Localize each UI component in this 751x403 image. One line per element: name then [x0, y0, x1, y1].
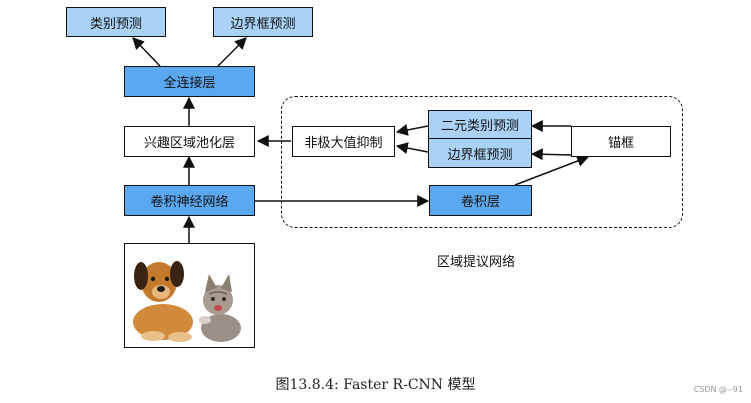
photo-illustration: [133, 261, 241, 342]
arrow-anchor-to-rpnbbox: [530, 148, 572, 161]
nms-box: 非极大值抑制: [292, 126, 395, 157]
rpn-bbox-prediction-box: 边界框预测: [428, 139, 532, 168]
arrow-fc-to-class: [132, 37, 161, 67]
region-proposal-network-region: [281, 96, 683, 228]
bbox-prediction-box: 边界框预测: [213, 7, 313, 37]
cnn-box: 卷积神经网络: [124, 185, 255, 216]
region-proposal-network-label: 区域提议网络: [437, 255, 516, 270]
arrow-conv-to-anchor: [514, 155, 590, 186]
arrow-binary-to-nms: [395, 124, 429, 136]
binary-class-prediction-box: 二元类别预测: [428, 110, 532, 139]
roi-pooling-layer-box: 兴趣区域池化层: [124, 126, 255, 157]
anchor-box: 锚框: [571, 126, 671, 157]
conv-layer-box: 卷积层: [429, 185, 532, 216]
puppy-and-kitten-photo: [124, 243, 255, 348]
arrow-fc-to-bbox: [217, 37, 247, 67]
watermark: CSDN @--91: [693, 385, 743, 394]
figure-caption: 图13.8.4: Faster R-CNN 模型: [275, 377, 476, 393]
class-prediction-box: 类别预测: [66, 7, 166, 37]
arrow-rpnbbox-to-nms: [395, 142, 429, 154]
fully-connected-layer-box: 全连接层: [124, 66, 255, 97]
